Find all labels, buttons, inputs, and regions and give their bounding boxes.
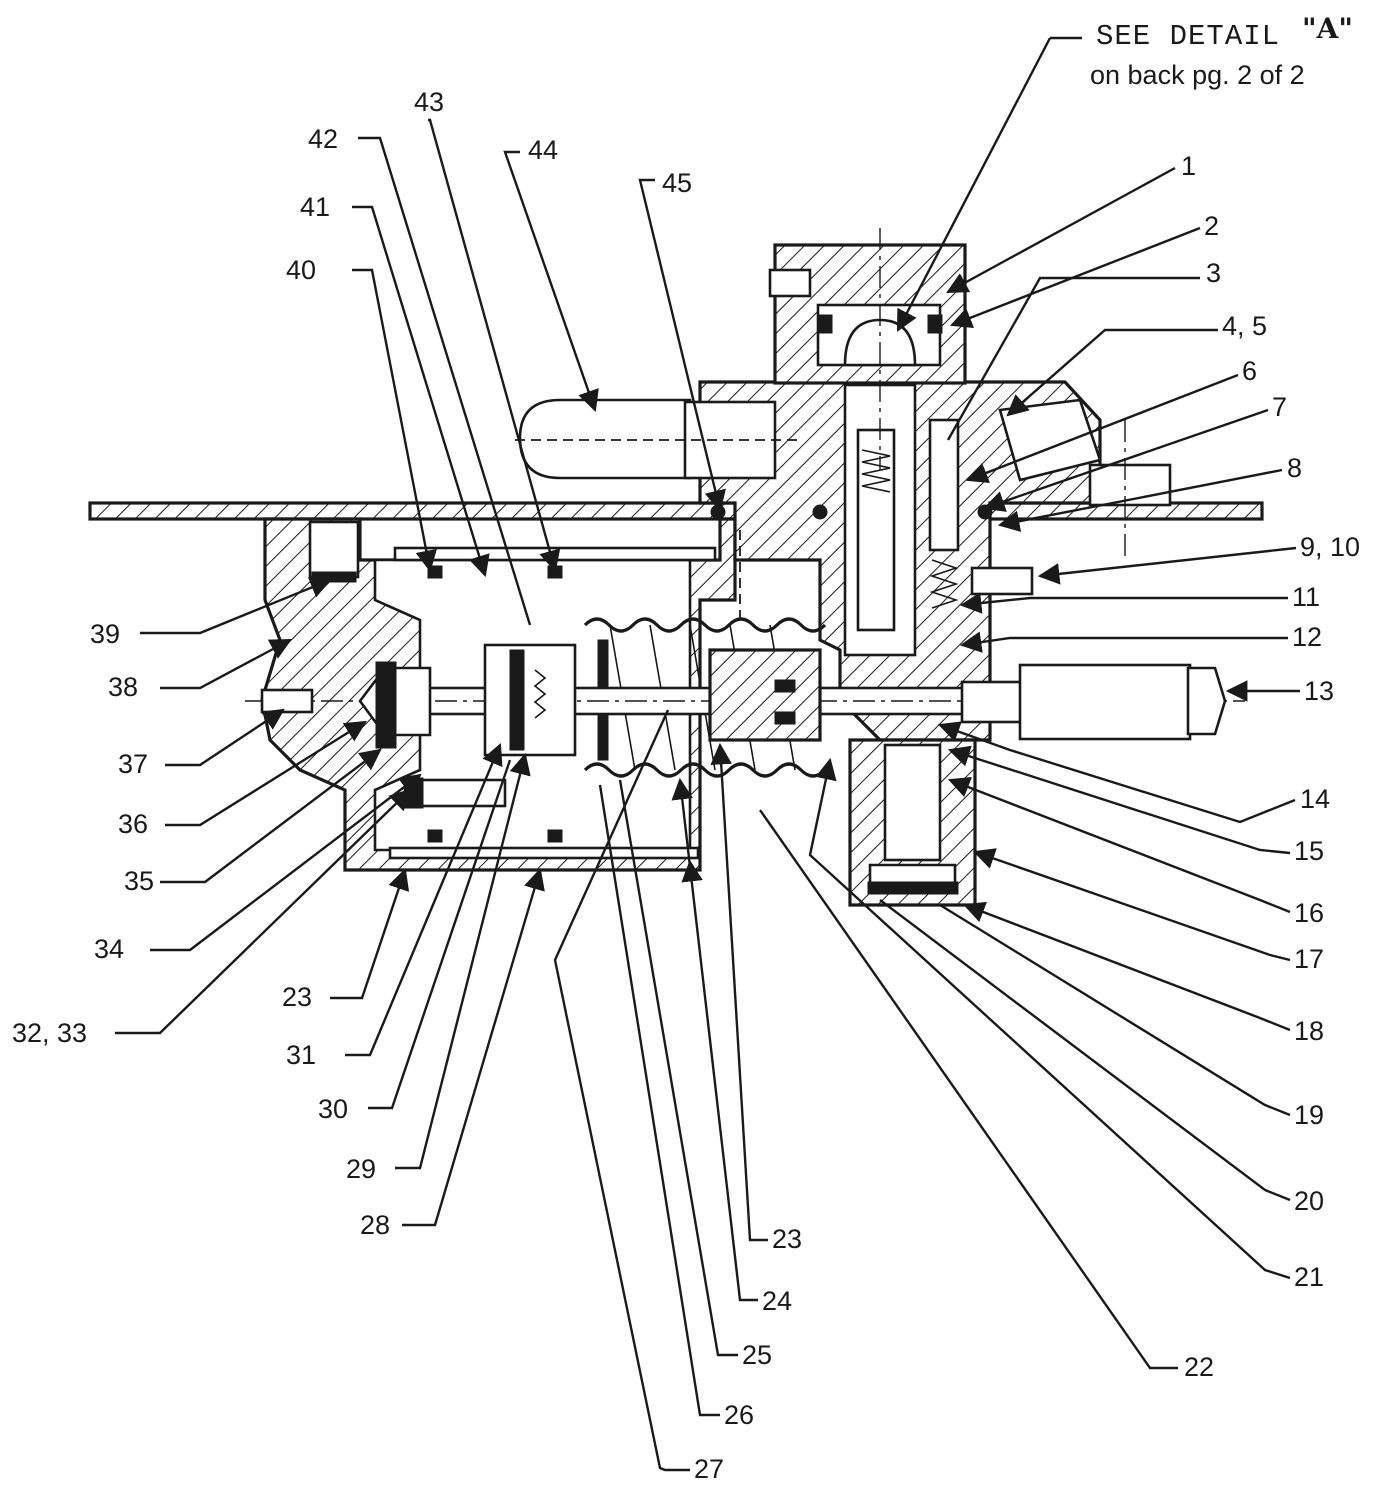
callout-42: 42: [308, 124, 338, 154]
left-bleed-screw: [260, 688, 314, 714]
callout-22: 22: [1184, 1352, 1214, 1382]
top-cover-plate: [393, 546, 717, 562]
outlet-collar: [960, 680, 1024, 724]
piston-seal-lower: [774, 711, 796, 725]
detail-note-line1: SEE DETAIL: [1096, 20, 1280, 53]
bottom-cover-plate: [388, 846, 700, 860]
callout-14: 14: [1300, 784, 1330, 814]
callout-11: 11: [1292, 582, 1320, 612]
diaphragm: [509, 649, 525, 751]
callout-24: 24: [762, 1286, 792, 1316]
cartridge-spring: [861, 449, 891, 493]
callout-3: 3: [1206, 258, 1221, 288]
callout-30: 30: [318, 1094, 348, 1124]
o-ring-plate-mid: [812, 504, 828, 520]
piston-seal: [774, 679, 796, 693]
callout-20: 20: [1294, 1186, 1324, 1216]
callout-labels: 1 2 3 4, 5 6 7 8 9, 10 11 12 13 14 15 16…: [12, 87, 1360, 1484]
callout-38: 38: [108, 672, 138, 702]
callout-16: 16: [1294, 898, 1324, 928]
vent-plug-seal: [311, 571, 357, 583]
vent-plug: [308, 520, 360, 579]
callout-44: 44: [528, 135, 558, 165]
outlet-fitting: [1018, 663, 1192, 741]
callout-35: 35: [124, 866, 154, 896]
callout-36: 36: [118, 809, 148, 839]
o-ring-top-right: [927, 314, 943, 334]
callout-27: 27: [694, 1454, 724, 1484]
callout-40: 40: [286, 255, 316, 285]
detail-note-line2: on back pg. 2 of 2: [1090, 60, 1305, 90]
pin: [928, 418, 960, 552]
diaphragm-plate: [483, 643, 577, 757]
angled-fitting: [998, 398, 1102, 482]
callout-leaders: [115, 118, 1300, 1472]
callout-1: 1: [1181, 151, 1196, 181]
cartridge: [856, 428, 896, 632]
callout-17: 17: [1294, 944, 1324, 974]
right-bracket: [1088, 463, 1172, 507]
outlet-nut: [1186, 666, 1227, 736]
callout-31: 31: [286, 1040, 316, 1070]
callout-2: 2: [1204, 211, 1219, 241]
callout-41: 41: [300, 192, 330, 222]
callout-8: 8: [1287, 453, 1302, 483]
detail-note: SEE DETAIL "A" on back pg. 2 of 2: [896, 12, 1353, 332]
callout-4-5: 4, 5: [1222, 311, 1267, 341]
mounting-plate: [88, 501, 1264, 521]
cap-screw: [768, 268, 812, 298]
o-ring-45: [710, 504, 726, 520]
relief-seal: [867, 881, 959, 895]
callout-39: 39: [90, 619, 120, 649]
callout-34: 34: [94, 934, 124, 964]
side-screw: [970, 566, 1034, 596]
callout-13: 13: [1304, 676, 1334, 706]
callout-6: 6: [1242, 356, 1257, 386]
pin-spring: [929, 559, 959, 609]
relief-bore: [883, 743, 942, 862]
callout-18: 18: [1294, 1016, 1324, 1046]
callout-43: 43: [414, 87, 444, 117]
o-ring-23-lower: [427, 829, 443, 843]
callout-21: 21: [1294, 1262, 1324, 1292]
callout-32-33: 32, 33: [12, 1018, 87, 1048]
callout-25: 25: [742, 1340, 772, 1370]
callout-45: 45: [662, 168, 692, 198]
callout-7: 7: [1272, 392, 1287, 422]
callout-19: 19: [1294, 1100, 1324, 1130]
callout-37: 37: [118, 749, 148, 779]
callout-12: 12: [1292, 622, 1322, 652]
assembly-body: [88, 228, 1264, 907]
o-ring-top-left: [817, 314, 833, 334]
callout-26: 26: [724, 1400, 754, 1430]
detail-note-letter: "A": [1302, 12, 1353, 45]
callout-23-bottom: 23: [772, 1224, 802, 1254]
left-seal: [375, 661, 397, 749]
callout-15: 15: [1294, 836, 1324, 866]
callout-9-10: 9, 10: [1300, 532, 1360, 562]
gauge-port-cap: [518, 398, 692, 480]
piston-seal-housing: [708, 648, 822, 742]
small-spring: [533, 669, 547, 719]
callout-29: 29: [346, 1154, 376, 1184]
callout-23-left: 23: [282, 982, 312, 1012]
callout-28: 28: [360, 1210, 390, 1240]
o-ring-28: [547, 829, 563, 843]
